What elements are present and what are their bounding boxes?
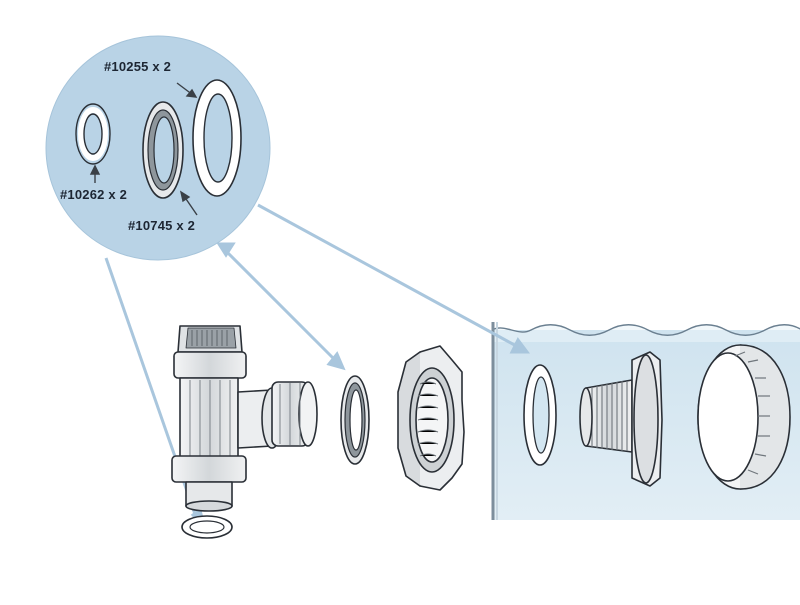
arrow-icon bbox=[326, 351, 346, 371]
threaded-fitting-part bbox=[579, 351, 663, 487]
stepped-washer-part bbox=[340, 375, 370, 465]
loose-oring-part bbox=[181, 515, 233, 539]
lock-nut-part bbox=[397, 345, 465, 491]
arrow-icon bbox=[509, 337, 530, 354]
leader-line-gasket bbox=[257, 203, 521, 350]
leader-lines bbox=[104, 203, 530, 533]
arrow-icon bbox=[185, 88, 198, 98]
arrow-icon bbox=[89, 164, 101, 175]
gasket-10255-part bbox=[192, 79, 242, 197]
arrow-icon bbox=[179, 190, 191, 203]
leader-line-washer bbox=[223, 248, 337, 362]
arrow-icon bbox=[216, 242, 236, 258]
washer-10745-part bbox=[142, 101, 184, 199]
return-cap-part bbox=[697, 344, 791, 490]
part-label-10255: #10255 x 2 bbox=[104, 59, 172, 74]
oring-10262-part bbox=[75, 103, 111, 165]
pump-tee-fitting bbox=[171, 325, 318, 512]
part-label-10262: #10262 x 2 bbox=[60, 187, 128, 202]
part-label-10745: #10745 x 2 bbox=[128, 218, 196, 233]
magnifier-callout bbox=[45, 35, 271, 261]
wall-gasket-part bbox=[523, 364, 557, 466]
